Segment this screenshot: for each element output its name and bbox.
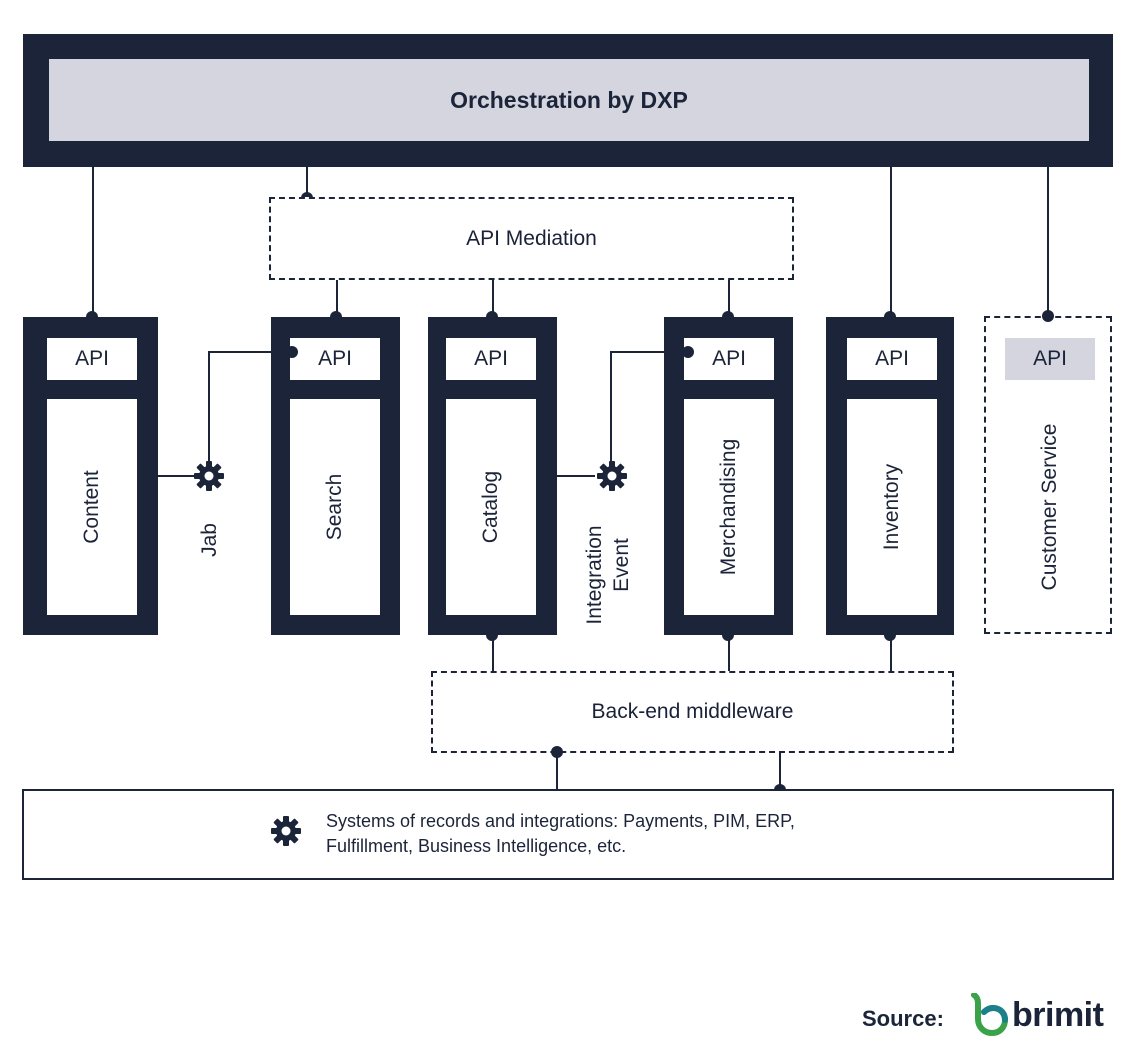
api-box: API: [290, 338, 380, 380]
integration-event-label-1: Integration: [583, 525, 606, 625]
service-label-box: Content: [47, 399, 137, 615]
connector-dot: [286, 346, 298, 358]
service-label-box: Catalog: [446, 399, 536, 615]
connector-line: [336, 280, 338, 317]
service-name: Search: [323, 473, 346, 541]
connector-line: [1047, 167, 1049, 315]
service-name: Catalog: [479, 470, 502, 544]
api-box: API: [847, 338, 937, 380]
connector-line: [306, 167, 308, 197]
service-label-box: Inventory: [847, 399, 937, 615]
service-label-box: Customer Service: [1005, 399, 1095, 615]
gear-icon: [194, 461, 224, 491]
gear-icon: [271, 816, 301, 846]
integration-event-line2-wrap: Event: [610, 515, 634, 615]
connector-line: [610, 351, 688, 353]
api-box: API: [446, 338, 536, 380]
brand-name: brimit: [1012, 996, 1104, 1034]
integration-event-line1-wrap: Integration: [583, 515, 607, 635]
backend-middleware-label: Back-end middleware: [591, 700, 794, 723]
systems-description: Systems of records and integrations: Pay…: [326, 809, 795, 859]
api-mediation-box: API Mediation: [269, 197, 794, 280]
service-label-box: Search: [290, 399, 380, 615]
job-label-wrap: Jab: [197, 510, 223, 570]
connector-line: [492, 280, 494, 317]
connector-line: [728, 635, 730, 672]
orchestration-label: Orchestration by DXP: [49, 59, 1089, 141]
connector-line: [610, 351, 612, 461]
connector-dot: [682, 346, 694, 358]
gear-icon: [597, 461, 627, 491]
service-name: Customer Service: [1038, 423, 1061, 591]
connector-line: [492, 635, 494, 672]
systems-line-2: Fulfillment, Business Intelligence, etc.: [326, 836, 627, 856]
connector-line: [208, 351, 210, 461]
service-name: Merchandising: [717, 438, 740, 576]
connector-dot: [86, 311, 98, 323]
connector-line: [158, 475, 194, 477]
service-label-box: Merchandising: [684, 399, 774, 615]
connector-line: [779, 753, 781, 790]
api-box: API: [1005, 338, 1095, 380]
connector-line: [556, 751, 558, 790]
connector-dot: [551, 746, 563, 758]
connector-dot: [722, 311, 734, 323]
brimit-logo-icon: [971, 993, 1009, 1037]
api-box: API: [47, 338, 137, 380]
connector-line: [92, 167, 94, 317]
connector-dot: [1042, 310, 1054, 322]
service-name: Content: [80, 470, 103, 544]
source-label: Source:: [862, 1006, 944, 1031]
connector-line: [728, 280, 730, 317]
connector-dot: [486, 311, 498, 323]
backend-middleware-box: Back-end middleware: [431, 671, 954, 753]
connector-line: [890, 635, 892, 672]
systems-line-1: Systems of records and integrations: Pay…: [326, 811, 795, 831]
connector-dot: [884, 311, 896, 323]
service-name: Inventory: [880, 463, 903, 551]
job-label: Jab: [198, 523, 221, 557]
api-box: API: [684, 338, 774, 380]
connector-dot: [330, 311, 342, 323]
connector-line: [208, 351, 292, 353]
systems-of-records-box: [22, 789, 1114, 880]
connector-line: [557, 475, 595, 477]
connector-line: [890, 167, 892, 317]
api-mediation-label: API Mediation: [466, 226, 597, 250]
integration-event-label-2: Event: [610, 538, 633, 592]
